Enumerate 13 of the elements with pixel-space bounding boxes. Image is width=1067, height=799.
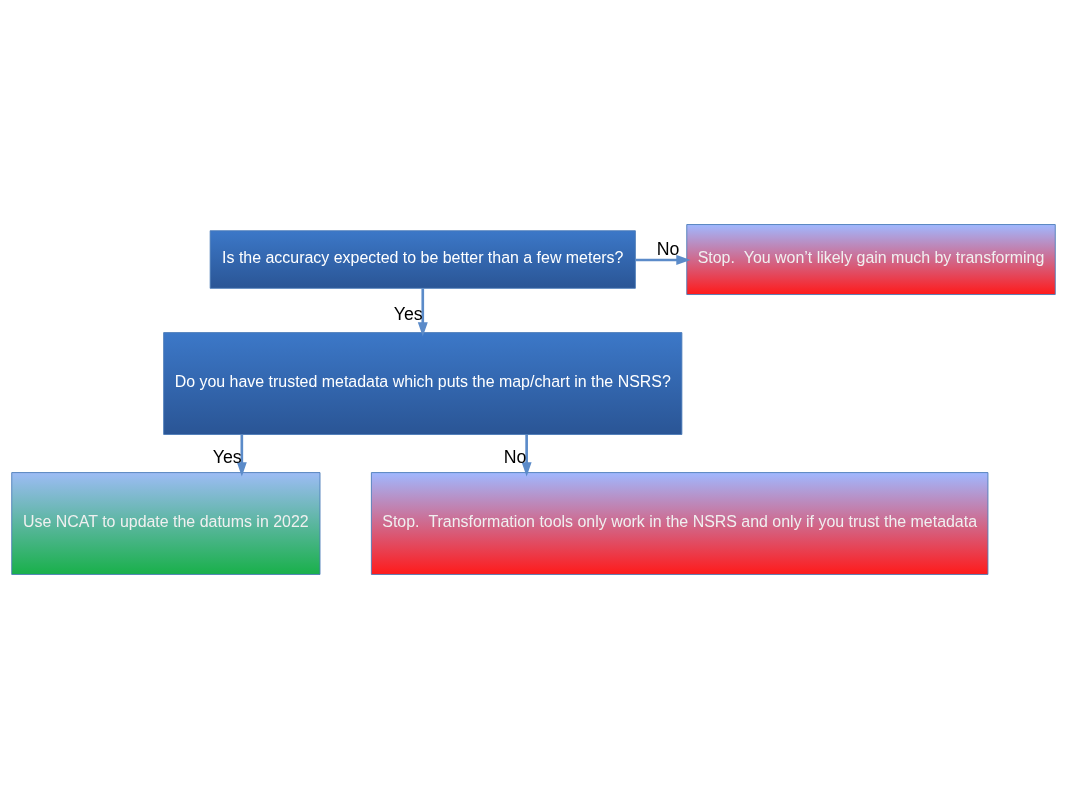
node-box: Do you have trusted metadata which puts the map/chart in the NSRS? bbox=[163, 332, 683, 435]
arrow bbox=[236, 434, 247, 477]
edge-label: Yes bbox=[212, 447, 242, 468]
edge-label: No bbox=[656, 238, 680, 259]
node-box: Stop. Transformation tools only work in the NSRS and only if you trust the metadata bbox=[370, 472, 989, 575]
node-box: Stop. You won’t likely gain much by transforming bbox=[686, 224, 1056, 295]
arrow bbox=[417, 288, 428, 337]
edge-label: Yes bbox=[393, 304, 423, 325]
node-box: Is the accuracy expected to be better than a few meters? bbox=[209, 230, 636, 289]
edge-label: No bbox=[503, 447, 527, 468]
node-box: Use NCAT to update the datums in 2022 bbox=[11, 472, 321, 575]
arrow bbox=[521, 434, 532, 477]
arrow bbox=[635, 255, 691, 265]
